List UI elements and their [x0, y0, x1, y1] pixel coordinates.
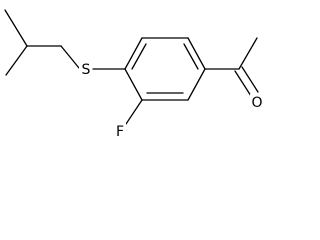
- atom-label-sulfur: S: [82, 62, 91, 78]
- bond-c-o-1: [234, 70, 252, 97]
- ring-bond-4: [187, 68, 206, 101]
- ring-bond-3: [187, 37, 206, 70]
- bond-methyl-a: [4, 9, 28, 47]
- structure-diagram: S F O: [4, 9, 264, 140]
- ring-bond-6: [124, 68, 143, 101]
- bond-methyl-b: [5, 45, 28, 76]
- molecule-drawing: S F O: [4, 9, 264, 140]
- bond-c-o-2: [241, 66, 259, 93]
- atom-label-oxygen: O: [251, 95, 262, 111]
- bond-ch2-s: [60, 45, 80, 69]
- atom-label-fluorine: F: [116, 124, 124, 140]
- bond-ring-f: [125, 99, 143, 125]
- ring-bond-1: [124, 37, 143, 70]
- ring-bond-3-inner: [183, 43, 199, 70]
- bond-carbonyl-methyl: [238, 37, 258, 70]
- ring-bond-1-inner: [131, 43, 147, 70]
